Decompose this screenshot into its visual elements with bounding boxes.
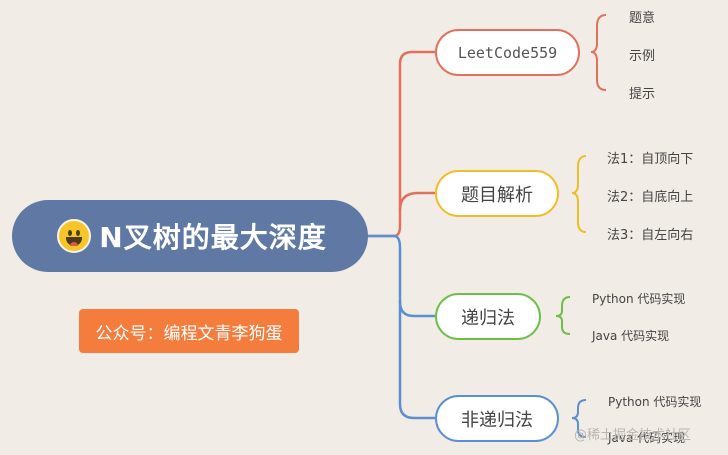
- leaf-method-3[interactable]: 法3：自左向右: [607, 228, 694, 243]
- branch-label: 题目解析: [461, 184, 533, 206]
- grinning-face-icon: [57, 219, 92, 253]
- brace-recursion: [555, 296, 571, 335]
- leaf-example[interactable]: 示例: [629, 49, 656, 64]
- leaf-hint[interactable]: 提示: [629, 87, 656, 102]
- branch-label: 非递归法: [461, 409, 533, 431]
- leaf-method-1[interactable]: 法1：自顶向下: [607, 152, 694, 167]
- author-tag[interactable]: 公众号：编程文青李狗蛋: [79, 309, 299, 353]
- leaf-method-2[interactable]: 法2：自底向上: [607, 190, 694, 205]
- root-title: N叉树的最大深度: [99, 221, 327, 254]
- branch-label: LeetCode559: [457, 43, 558, 62]
- branch-recursion[interactable]: 递归法: [435, 293, 541, 340]
- watermark-text: @稀土掘金技术社区: [574, 428, 692, 443]
- leaf-java-impl[interactable]: Java 代码实现: [608, 431, 686, 445]
- branch-non-recursion[interactable]: 非递归法: [435, 395, 559, 442]
- leaf-python-impl[interactable]: Python 代码实现: [608, 395, 702, 409]
- author-tag-label: 公众号：编程文青李狗蛋: [95, 323, 283, 344]
- branch-label: 递归法: [461, 307, 515, 329]
- leaf-python-impl[interactable]: Python 代码实现: [592, 292, 686, 306]
- leaf-problem-statement[interactable]: 题意: [629, 11, 656, 26]
- connector-root-to-leetcode: [368, 50, 435, 238]
- brace-leetcode: [590, 14, 607, 91]
- connector-root-to-analysis: [398, 191, 435, 211]
- connector-root-to-recursion: [368, 234, 435, 318]
- root-node[interactable]: N叉树的最大深度: [12, 200, 368, 272]
- branch-leetcode559[interactable]: LeetCode559: [435, 29, 580, 76]
- brace-nonrecursion: [571, 399, 587, 438]
- branch-analysis[interactable]: 题目解析: [435, 170, 559, 217]
- brace-analysis: [571, 155, 587, 233]
- leaf-java-impl[interactable]: Java 代码实现: [592, 329, 670, 343]
- connector-root-to-nonrecursion: [398, 300, 435, 420]
